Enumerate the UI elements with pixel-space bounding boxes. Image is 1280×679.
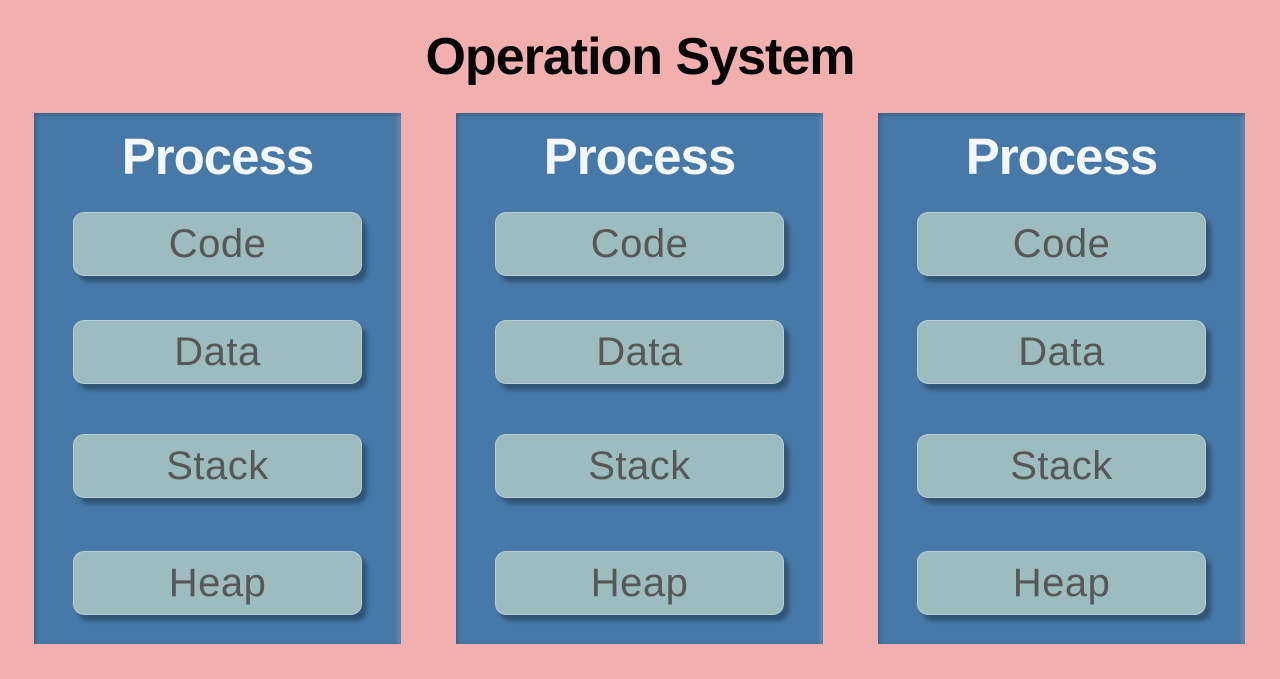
memory-block-code: Code — [917, 212, 1206, 276]
memory-block-stack: Stack — [73, 434, 362, 498]
process-box-3: Process Code Data Stack Heap — [878, 113, 1245, 644]
process-title: Process — [121, 128, 314, 185]
process-row: Process Code Data Stack Heap Process Cod… — [0, 113, 1280, 644]
process-title: Process — [965, 128, 1158, 185]
diagram-title: Operation System — [425, 27, 855, 86]
memory-block-stack: Stack — [917, 434, 1206, 498]
memory-block-data: Data — [917, 320, 1206, 384]
memory-block-heap: Heap — [917, 551, 1206, 615]
memory-block-data: Data — [73, 320, 362, 384]
process-title: Process — [543, 128, 736, 185]
memory-block-data: Data — [495, 320, 784, 384]
process-box-2: Process Code Data Stack Heap — [456, 113, 823, 644]
memory-block-stack: Stack — [495, 434, 784, 498]
process-box-1: Process Code Data Stack Heap — [34, 113, 401, 644]
memory-blocks: Code Data Stack Heap — [456, 113, 823, 644]
memory-block-heap: Heap — [495, 551, 784, 615]
memory-block-code: Code — [495, 212, 784, 276]
memory-blocks: Code Data Stack Heap — [34, 113, 401, 644]
memory-block-code: Code — [73, 212, 362, 276]
memory-blocks: Code Data Stack Heap — [878, 113, 1245, 644]
memory-block-heap: Heap — [73, 551, 362, 615]
